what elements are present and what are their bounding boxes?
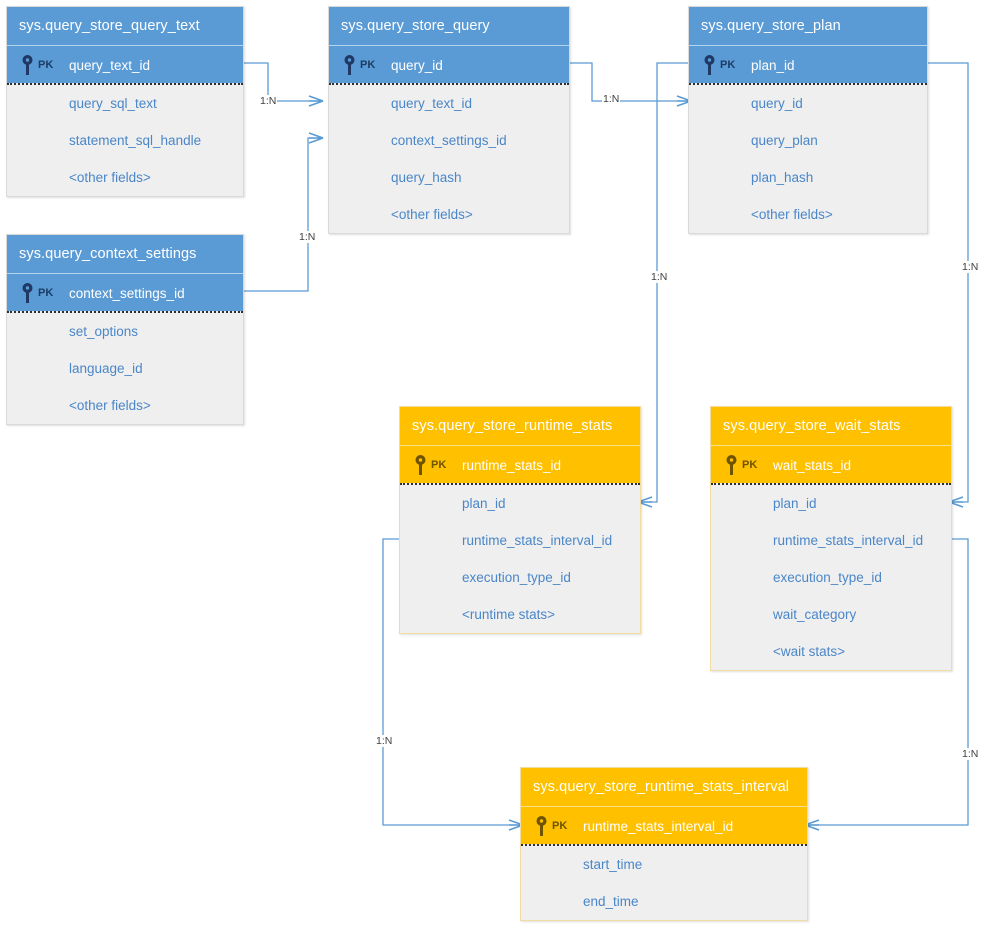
table-title: sys.query_store_plan: [689, 7, 927, 45]
field-row: wait_category: [773, 607, 857, 622]
crowsfoot-text-to-query: [308, 95, 324, 107]
table-title: sys.query_store_query: [329, 7, 569, 45]
field-row: query_id: [751, 96, 803, 111]
field-row: query_plan: [751, 133, 818, 148]
field-list: start_time end_time: [521, 846, 807, 920]
primary-key-row[interactable]: PK context_settings_id: [7, 273, 243, 311]
primary-key-row[interactable]: PK wait_stats_id: [711, 445, 951, 483]
field-row: plan_id: [462, 496, 506, 511]
crowsfoot-context-to-query: [308, 132, 324, 144]
field-list: query_text_id context_settings_id query_…: [329, 85, 569, 233]
connector-interval-to-wait: [808, 538, 969, 826]
key-icon: [22, 283, 33, 303]
pk-field-name: plan_id: [751, 58, 795, 73]
field-list: plan_id runtime_stats_interval_id execut…: [400, 485, 640, 633]
field-row: set_options: [69, 324, 139, 339]
table-title: sys.query_store_query_text: [7, 7, 243, 45]
key-icon: [726, 455, 737, 475]
pk-divider: [689, 83, 927, 85]
cardinality-context-to-query: 1:N: [298, 231, 317, 243]
entity-table-query-store-runtime-stats[interactable]: sys.query_store_runtime_stats PK runtime…: [399, 406, 641, 634]
pk-divider: [521, 844, 807, 846]
field-row: plan_hash: [751, 170, 814, 185]
field-list: query_id query_plan plan_hash <other fie…: [689, 85, 927, 233]
field-list: query_sql_text statement_sql_handle <oth…: [7, 85, 243, 196]
entity-table-query-store-query[interactable]: sys.query_store_query PK query_id query_…: [328, 6, 570, 234]
key-icon: [22, 55, 33, 75]
pk-divider: [7, 83, 243, 85]
pk-divider: [400, 483, 640, 485]
field-list: plan_id runtime_stats_interval_id execut…: [711, 485, 951, 670]
field-list: set_options language_id <other fields>: [7, 313, 243, 424]
pk-label: PK: [720, 59, 736, 71]
pk-label: PK: [552, 820, 568, 832]
field-row: <other fields>: [391, 207, 473, 222]
primary-key-row[interactable]: PK plan_id: [689, 45, 927, 83]
connector-text-to-query: [244, 62, 320, 102]
field-row: end_time: [583, 894, 639, 909]
key-icon: [415, 455, 426, 475]
key-icon: [704, 55, 715, 75]
entity-table-query-store-query-text[interactable]: sys.query_store_query_text PK query_text…: [6, 6, 244, 197]
primary-key-row[interactable]: PK runtime_stats_id: [400, 445, 640, 483]
field-row: query_hash: [391, 170, 462, 185]
key-icon: [344, 55, 355, 75]
cardinality-interval-to-runtime: 1:N: [375, 735, 394, 747]
pk-label: PK: [360, 59, 376, 71]
field-row: plan_id: [773, 496, 817, 511]
pk-label: PK: [38, 59, 54, 71]
pk-divider: [329, 83, 569, 85]
cardinality-query-to-plan: 1:N: [602, 93, 621, 105]
pk-divider: [711, 483, 951, 485]
field-row: execution_type_id: [773, 570, 882, 585]
pk-field-name: context_settings_id: [69, 286, 185, 301]
pk-field-name: query_id: [391, 58, 443, 73]
field-row: runtime_stats_interval_id: [462, 533, 613, 548]
field-row: query_sql_text: [69, 96, 157, 111]
primary-key-row[interactable]: PK query_id: [329, 45, 569, 83]
connector-context-to-query: [244, 137, 320, 292]
pk-field-name: runtime_stats_id: [462, 458, 562, 473]
entity-table-query-context-settings[interactable]: sys.query_context_settings PK context_se…: [6, 234, 244, 425]
field-row: runtime_stats_interval_id: [773, 533, 924, 548]
entity-table-query-store-wait-stats[interactable]: sys.query_store_wait_stats PK wait_stats…: [710, 406, 952, 671]
table-title: sys.query_context_settings: [7, 235, 243, 273]
field-row: language_id: [69, 361, 143, 376]
field-row: <runtime stats>: [462, 607, 556, 622]
connector-interval-to-runtime: [382, 538, 520, 826]
field-row: start_time: [583, 857, 643, 872]
pk-divider: [7, 311, 243, 313]
field-row: <other fields>: [751, 207, 833, 222]
cardinality-plan-to-wait: 1:N: [961, 261, 980, 273]
field-row: context_settings_id: [391, 133, 507, 148]
field-row: query_text_id: [391, 96, 473, 111]
field-row: statement_sql_handle: [69, 133, 202, 148]
pk-field-name: runtime_stats_interval_id: [583, 819, 734, 834]
connector-query-to-plan: [570, 62, 688, 102]
entity-table-query-store-runtime-stats-interval[interactable]: sys.query_store_runtime_stats_interval P…: [520, 767, 808, 921]
field-row: <other fields>: [69, 398, 151, 413]
field-row: <other fields>: [69, 170, 151, 185]
table-title: sys.query_store_runtime_stats: [400, 407, 640, 445]
pk-label: PK: [431, 459, 447, 471]
cardinality-text-to-query: 1:N: [259, 95, 278, 107]
pk-label: PK: [38, 287, 54, 299]
primary-key-row[interactable]: PK runtime_stats_interval_id: [521, 806, 807, 844]
primary-key-row[interactable]: PK query_text_id: [7, 45, 243, 83]
entity-table-query-store-plan[interactable]: sys.query_store_plan PK plan_id query_id…: [688, 6, 928, 234]
pk-field-name: wait_stats_id: [773, 458, 852, 473]
table-title: sys.query_store_runtime_stats_interval: [521, 768, 807, 806]
key-icon: [536, 816, 547, 836]
pk-label: PK: [742, 459, 758, 471]
table-title: sys.query_store_wait_stats: [711, 407, 951, 445]
cardinality-plan-to-runtime: 1:N: [650, 271, 669, 283]
field-row: <wait stats>: [773, 644, 846, 659]
cardinality-interval-to-wait: 1:N: [961, 748, 980, 760]
field-row: execution_type_id: [462, 570, 571, 585]
pk-field-name: query_text_id: [69, 58, 151, 73]
